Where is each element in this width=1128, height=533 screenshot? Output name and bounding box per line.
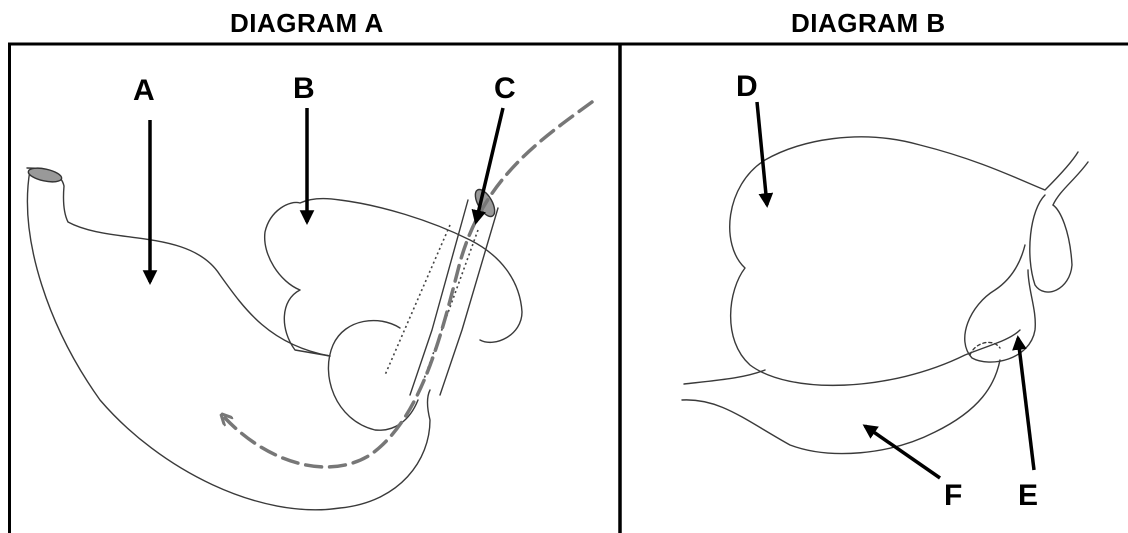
e-dashed-join: [969, 341, 1001, 356]
right-lobe-outline: [1029, 194, 1073, 293]
label-c: C: [494, 72, 516, 105]
diagram-b: D E F: [681, 70, 1089, 512]
label-d: D: [736, 70, 758, 103]
organ-e-outline: [964, 244, 1036, 363]
label-e: E: [1018, 479, 1038, 512]
label-a: A: [133, 74, 155, 107]
arrow-f: [862, 424, 941, 480]
tube-outline: [409, 199, 499, 396]
tube-dotted-left: [384, 224, 451, 376]
organ-a-outline: [26, 167, 431, 511]
label-b: B: [293, 72, 315, 105]
arrow-c: [471, 107, 505, 225]
label-f: F: [944, 479, 962, 512]
diagram-b-title: DIAGRAM B: [791, 8, 946, 38]
diagram-a-title: DIAGRAM A: [230, 8, 384, 38]
lobe-outline: [327, 319, 419, 431]
diagram-a: A B C: [26, 72, 594, 511]
organ-d-outline: [729, 136, 1089, 387]
dashed-pathway: [225, 100, 594, 469]
arrow-e: [1012, 335, 1036, 471]
tip-opening-a: [27, 167, 63, 183]
organ-f-outline: [681, 359, 1001, 455]
organ-b-outline: [264, 197, 523, 357]
arrow-d: [755, 101, 774, 208]
frame: [8, 42, 1128, 533]
